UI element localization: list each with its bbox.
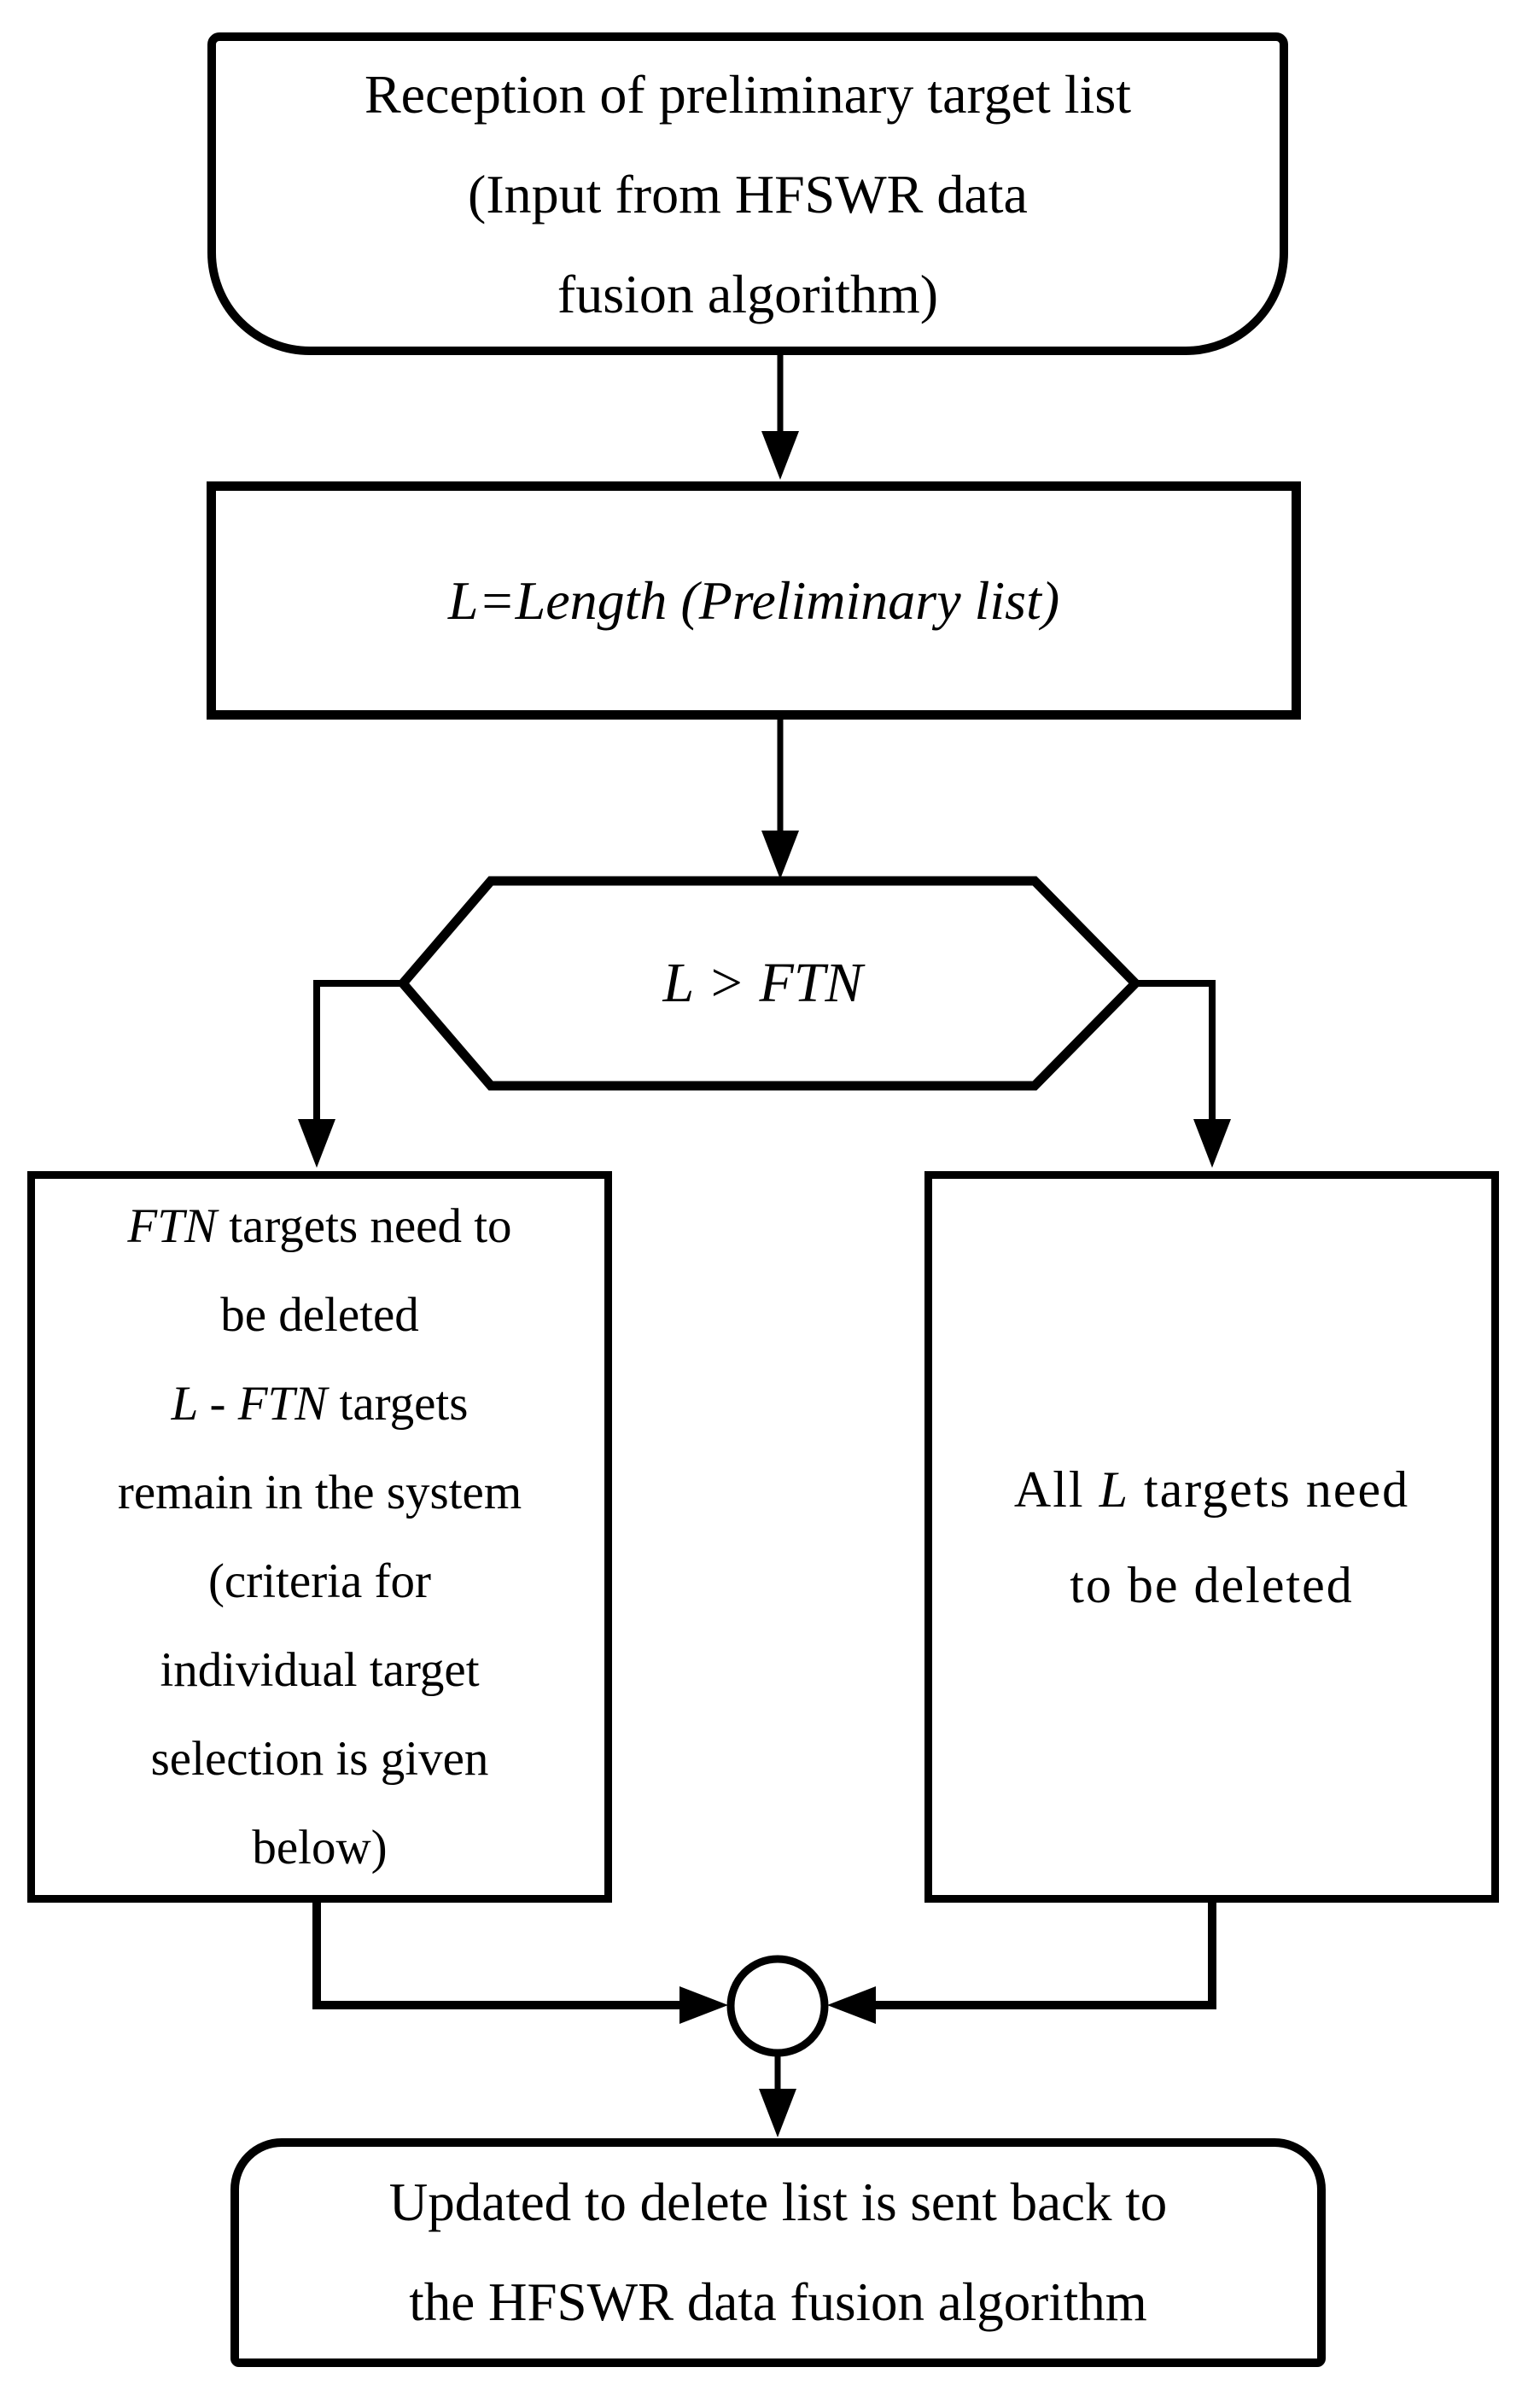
decision-text: L > FTN: [662, 952, 863, 1014]
left-line-4: remain in the system: [117, 1465, 522, 1519]
terminator-end: Updated to delete list is sent back to t…: [230, 2138, 1326, 2367]
arrowhead-down-icon: [759, 2089, 796, 2137]
arrow-decision-to-left: [298, 980, 403, 1168]
arrow-junction-to-end: [759, 2053, 796, 2137]
arrowhead-down-icon: [761, 431, 799, 480]
decision-label: L > FTN: [491, 927, 1035, 1040]
arrowhead-left-icon: [827, 1986, 876, 2024]
right-line-1: All L targets need: [1013, 1461, 1410, 1518]
start-line-2: (Input from HFSWR data: [468, 163, 1028, 224]
arrowhead-down-icon: [1193, 1119, 1231, 1168]
arrowhead-down-icon: [761, 831, 799, 879]
left-line-3: L - FTN targets: [171, 1376, 469, 1431]
left-outcome-box: FTN targets need to be deleted L - FTN t…: [27, 1171, 612, 1903]
left-line-1: FTN targets need to: [127, 1198, 512, 1253]
start-line-3: fusion algorithm): [557, 263, 939, 324]
end-line-2: the HFSWR data fusion algorithm: [409, 2272, 1147, 2332]
process-label: L=Length (Preliminary list): [447, 569, 1060, 631]
arrowhead-down-icon: [298, 1119, 335, 1168]
left-line-6: individual target: [160, 1642, 480, 1697]
right-line-2: to be deleted: [1070, 1556, 1354, 1613]
left-line-2: be deleted: [220, 1287, 419, 1342]
left-line-8: below): [252, 1820, 388, 1875]
arrow-left-to-junction: [312, 1902, 728, 2024]
left-line-7: selection is given: [150, 1731, 489, 1786]
right-outcome-box: All L targets need to be deleted: [924, 1171, 1499, 1903]
terminator-start: Reception of preliminary target list (In…: [207, 32, 1288, 355]
junction-circle: [726, 1955, 829, 2057]
start-line-1: Reception of preliminary target list: [364, 63, 1132, 125]
end-line-1: Updated to delete list is sent back to: [388, 2172, 1168, 2232]
process-box: L=Length (Preliminary list): [207, 481, 1301, 720]
arrow-process-to-decision: [761, 720, 799, 879]
arrow-start-to-process: [761, 354, 799, 480]
arrowhead-right-icon: [679, 1986, 728, 2024]
arrow-decision-to-right: [1135, 980, 1231, 1168]
left-line-5: (criteria for: [207, 1554, 432, 1608]
arrow-right-to-junction: [827, 1902, 1216, 2024]
